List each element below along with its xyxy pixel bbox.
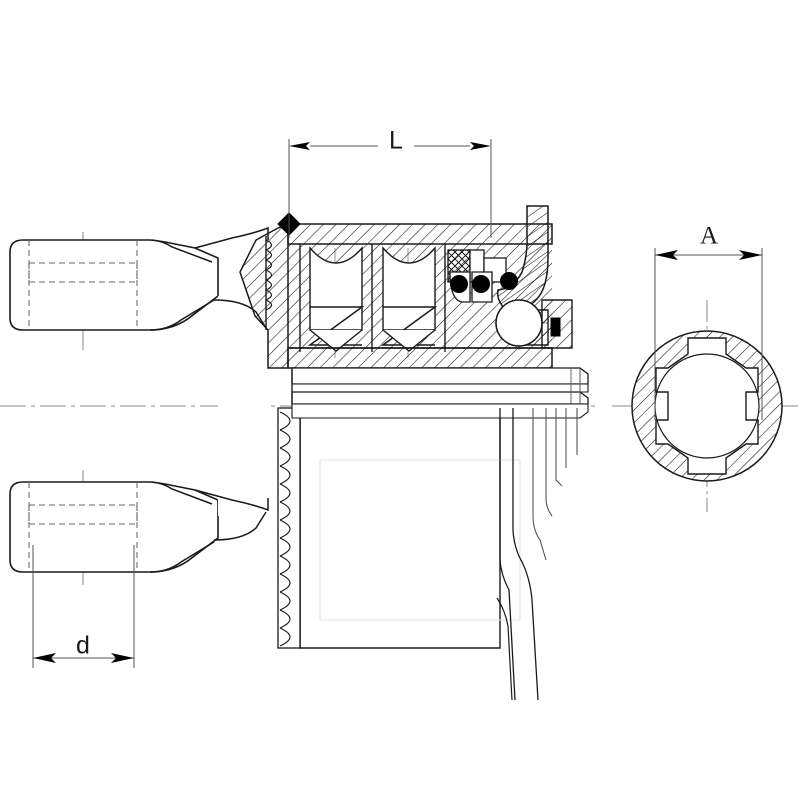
release-lever[interactable] [496,205,549,312]
yoke-ear-lower-taper-top [151,481,213,505]
yoke-neck-lower-fillet [213,511,267,541]
counterbore-2 [382,246,436,331]
yoke-ear-upper-taper-bottom [149,299,215,331]
dimension-L: L [288,127,492,238]
end-view-spline-bore [655,337,759,475]
sleeve-band-1-inner [291,383,589,393]
hub-bottom-wall-section [287,347,553,369]
release-mechanism [450,205,573,349]
stop-block [550,317,561,337]
yoke-neck-top-edge [194,226,269,249]
collar-ring [495,299,543,347]
knurled-band-outline [277,407,301,649]
yoke-neck-bottom-edge [194,489,269,512]
sleeve-band-1 [291,367,589,385]
guard-body-outline [299,407,501,649]
yoke-neck-fill [218,258,268,538]
flange-skirt-outer [512,408,539,701]
dim-d-arrow-left [33,653,56,663]
end-view-splined [631,330,783,482]
flange-rib-2 [545,408,553,517]
flange-rib-1 [532,408,547,561]
sleeve-band-mirror-1 [291,403,589,419]
ball-detent-2 [472,275,490,293]
ball-detent-3 [500,272,518,290]
dimension-d: d [32,545,135,668]
dimension-A: A [654,223,763,420]
dim-A-label: A [700,223,718,250]
dim-d-arrow-right [111,653,134,663]
yoke-ear-lower-taper-bottom [149,541,215,573]
lower-outside-view [277,403,589,701]
skirt-lower-curve [496,597,513,701]
flange-skirt-inner [499,408,516,701]
hub-left-wall-section [239,222,289,369]
shaft-sleeves-upper [291,367,589,405]
dim-L-label: L [389,127,403,155]
yoke-assembly [9,226,269,573]
hub-counterbores [307,246,438,352]
yoke-ear-lower-hidden-bore [28,504,138,525]
dim-A-arrow-left [655,250,678,260]
dim-L-arrow-right [470,142,491,150]
yoke-ear-upper-hidden-bore [28,262,138,283]
counterbore-1 [309,246,363,331]
hub-top-wall-section [287,223,553,245]
knurled-band [277,407,301,649]
dim-L-arrow-left [289,142,310,150]
ball-detent-1 [450,275,468,293]
flange-rib-3 [555,408,563,487]
dim-d-label: d [76,632,90,660]
sleeve-band-2 [291,391,589,405]
splined-hub-section [239,222,553,369]
yoke-ear-upper-taper-top [151,239,213,263]
dim-A-arrow-right [739,250,762,260]
guard-inner-faint-rect [319,459,521,621]
